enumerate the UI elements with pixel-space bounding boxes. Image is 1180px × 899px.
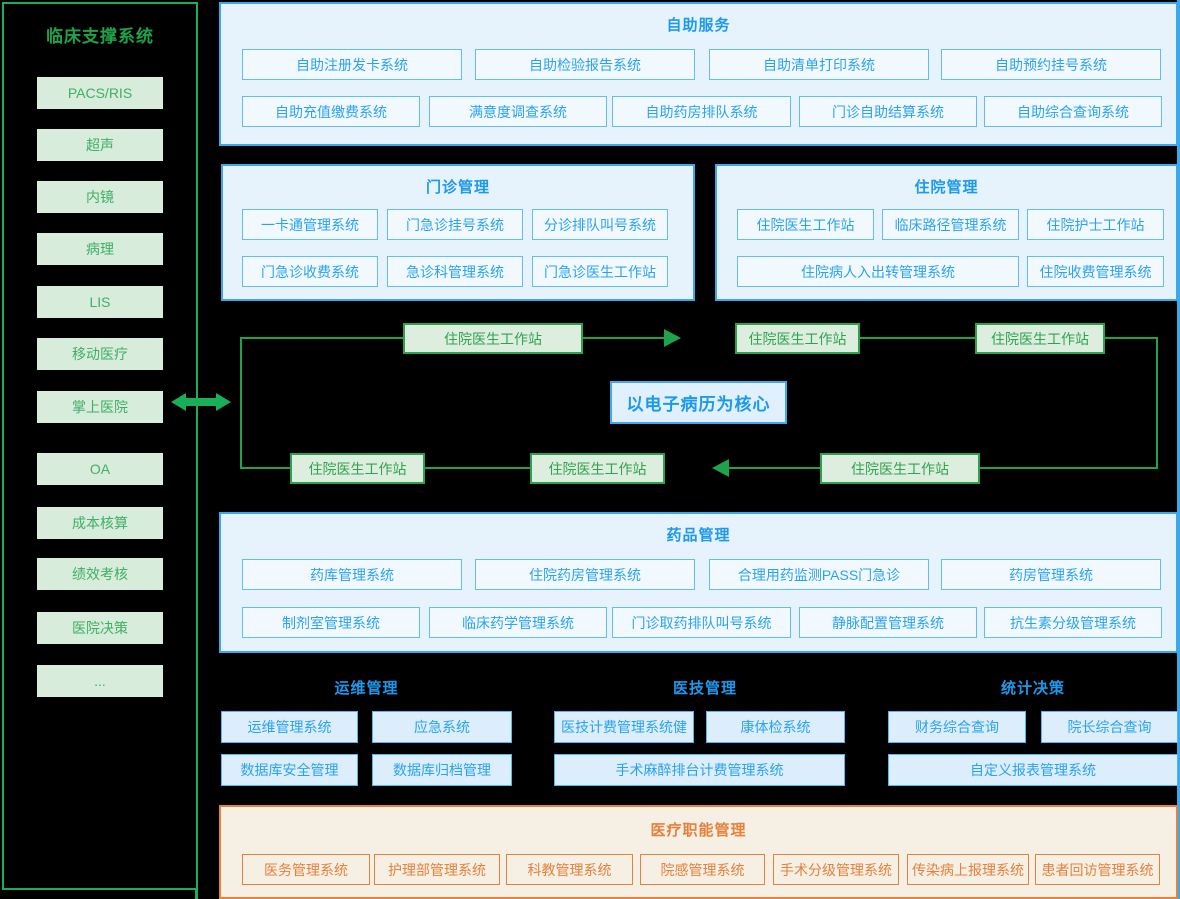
node-self-list-print: 自助清单打印系统 xyxy=(709,49,929,80)
flow-arrowhead-right-icon xyxy=(664,329,681,347)
node-director-inquiry: 院长综合查询 xyxy=(1041,711,1178,743)
node-medtech-billing: 医技计费管理系统健 xyxy=(554,711,694,743)
section-inpatient-mgmt: 住院管理 住院医生工作站 临床路径管理系统 住院护士工作站 住院病人入出转管理系… xyxy=(715,164,1178,301)
sidebar-item-pacs-ris: PACS/RIS xyxy=(37,77,163,109)
sidebar-clinical-support: 临床支撑系统 PACS/RIS 超声 内镜 病理 LIS 移动医疗 掌上医院 O… xyxy=(2,2,198,890)
node-clinical-pharmacy: 临床药学管理系统 xyxy=(429,607,607,638)
node-db-archive: 数据库归档管理 xyxy=(372,754,512,786)
node-emergency-dept: 急诊科管理系统 xyxy=(387,256,523,287)
node-nurse-station: 住院护士工作站 xyxy=(1027,209,1164,240)
sidebar-item-ultrasound: 超声 xyxy=(37,129,163,161)
medtech-mgmt-title: 医技管理 xyxy=(672,680,737,697)
node-self-register-card: 自助注册发卡系统 xyxy=(242,49,462,80)
flow-node-doctor-station-3: 住院医生工作站 xyxy=(975,323,1105,354)
node-inpatient-charging: 住院收费管理系统 xyxy=(1027,256,1164,287)
sidebar-item-cost-accounting: 成本核算 xyxy=(37,507,163,539)
node-self-recharge-pay: 自助充值缴费系统 xyxy=(242,96,420,127)
node-custom-reports: 自定义报表管理系统 xyxy=(888,754,1178,786)
flow-line-bottom-right xyxy=(980,467,1158,469)
node-antibiotic-grading: 抗生素分级管理系统 xyxy=(984,607,1162,638)
sidebar-title: 临床支撑系统 xyxy=(46,27,154,46)
sidebar-item-mobile-medical: 移动医疗 xyxy=(37,338,163,370)
flow-line-right-vertical xyxy=(1156,337,1158,469)
node-infectious-report: 传染病上报理系统 xyxy=(907,854,1029,885)
node-inpatient-pharmacy: 住院药房管理系统 xyxy=(475,559,695,590)
flow-line-bottom-mid xyxy=(425,467,530,469)
node-drug-warehouse: 药库管理系统 xyxy=(242,559,462,590)
canvas-right-border-line xyxy=(1177,0,1180,899)
node-outpatient-self-settle: 门诊自助结算系统 xyxy=(799,96,977,127)
node-self-pharmacy-queue: 自助药房排队系统 xyxy=(612,96,791,127)
node-inpatient-doctor-station: 住院医生工作站 xyxy=(737,209,874,240)
emr-core-node: 以电子病历为核心 xyxy=(610,381,787,424)
sidebar-item-oa: OA xyxy=(37,453,163,485)
medical-admin-title: 医疗职能管理 xyxy=(650,822,747,839)
node-health-checkup: 康体检系统 xyxy=(706,711,845,743)
self-service-title: 自助服务 xyxy=(666,17,731,34)
flow-line-arrow-shaft-bottom xyxy=(729,467,820,469)
node-pass-monitoring: 合理用药监测PASS门急诊 xyxy=(709,559,929,590)
flow-line-left-vertical xyxy=(240,337,242,469)
node-education-mgmt: 科教管理系统 xyxy=(506,854,633,885)
ops-mgmt-title: 运维管理 xyxy=(334,680,399,697)
flow-line-arrow-shaft-top xyxy=(583,337,664,339)
sidebar-item-more: ... xyxy=(37,665,163,697)
section-medical-admin: 医疗职能管理 医务管理系统 护理部管理系统 科教管理系统 院感管理系统 手术分级… xyxy=(219,805,1178,899)
node-er-charging: 门急诊收费系统 xyxy=(242,256,378,287)
node-surgery-anesthesia-billing: 手术麻醉排台计费管理系统 xyxy=(554,754,845,786)
node-nursing-dept: 护理部管理系统 xyxy=(374,854,500,885)
node-emergency-system: 应急系统 xyxy=(372,711,512,743)
section-self-service: 自助服务 自助注册发卡系统 自助检验报告系统 自助清单打印系统 自助预约挂号系统… xyxy=(219,2,1178,146)
outpatient-title: 门诊管理 xyxy=(425,179,490,196)
flow-node-doctor-station-6: 住院医生工作站 xyxy=(290,453,425,484)
sidebar-item-endoscopy: 内镜 xyxy=(37,181,163,213)
node-ops-mgmt-system: 运维管理系统 xyxy=(221,711,358,743)
sidebar-item-mobile-hospital: 掌上医院 xyxy=(37,391,163,423)
flow-line-top-right xyxy=(1105,337,1158,339)
flow-arrowhead-left-icon xyxy=(712,459,729,477)
node-er-doctor-station: 门急诊医生工作站 xyxy=(532,256,668,287)
flow-node-doctor-station-2: 住院医生工作站 xyxy=(735,323,860,354)
node-surgery-grading: 手术分级管理系统 xyxy=(773,854,899,885)
node-self-inquiry: 自助综合查询系统 xyxy=(984,96,1162,127)
node-medical-affairs: 医务管理系统 xyxy=(242,854,370,885)
inpatient-title: 住院管理 xyxy=(914,179,979,196)
sidebar-item-lis: LIS xyxy=(37,286,163,318)
sidebar-border-tail xyxy=(195,889,198,899)
node-pharmacy-mgmt: 药房管理系统 xyxy=(941,559,1161,590)
pharmacy-title: 药品管理 xyxy=(666,527,731,544)
node-finance-inquiry: 财务综合查询 xyxy=(888,711,1026,743)
flow-line-bottom-left xyxy=(242,467,290,469)
section-outpatient-mgmt: 门诊管理 一卡通管理系统 门急诊挂号系统 分诊排队叫号系统 门急诊收费系统 急诊… xyxy=(221,164,695,301)
node-satisfaction-survey: 满意度调查系统 xyxy=(429,96,607,127)
node-infection-mgmt: 院感管理系统 xyxy=(640,854,765,885)
flow-node-doctor-station-5: 住院医生工作站 xyxy=(530,453,665,484)
node-clinical-pathway: 临床路径管理系统 xyxy=(882,209,1019,240)
node-triage-queue: 分诊排队叫号系统 xyxy=(532,209,668,240)
node-admission-transfer: 住院病人入出转管理系统 xyxy=(737,256,1019,287)
node-iv-config: 静脉配置管理系统 xyxy=(799,607,977,638)
node-dispensing-queue: 门诊取药排队叫号系统 xyxy=(612,607,791,638)
bidirectional-arrow-icon xyxy=(171,393,231,411)
node-self-appointment: 自助预约挂号系统 xyxy=(941,49,1161,80)
node-er-registration: 门急诊挂号系统 xyxy=(387,209,523,240)
sidebar-item-performance: 绩效考核 xyxy=(37,558,163,590)
node-db-security: 数据库安全管理 xyxy=(221,754,358,786)
node-one-card: 一卡通管理系统 xyxy=(242,209,378,240)
flow-node-doctor-station-1: 住院医生工作站 xyxy=(403,323,583,354)
flow-node-doctor-station-4: 住院医生工作站 xyxy=(820,453,980,484)
node-patient-followup: 患者回访管理系统 xyxy=(1035,854,1160,885)
sidebar-item-pathology: 病理 xyxy=(37,233,163,265)
node-self-lab-report: 自助检验报告系统 xyxy=(475,49,695,80)
stats-decision-title: 统计决策 xyxy=(1000,680,1065,697)
flow-line-top-left xyxy=(242,337,403,339)
sidebar-item-decision: 医院决策 xyxy=(37,612,163,644)
section-pharmacy-mgmt: 药品管理 药库管理系统 住院药房管理系统 合理用药监测PASS门急诊 药房管理系… xyxy=(219,512,1178,653)
flow-line-top-mid xyxy=(860,337,975,339)
node-preparation-room: 制剂室管理系统 xyxy=(242,607,420,638)
